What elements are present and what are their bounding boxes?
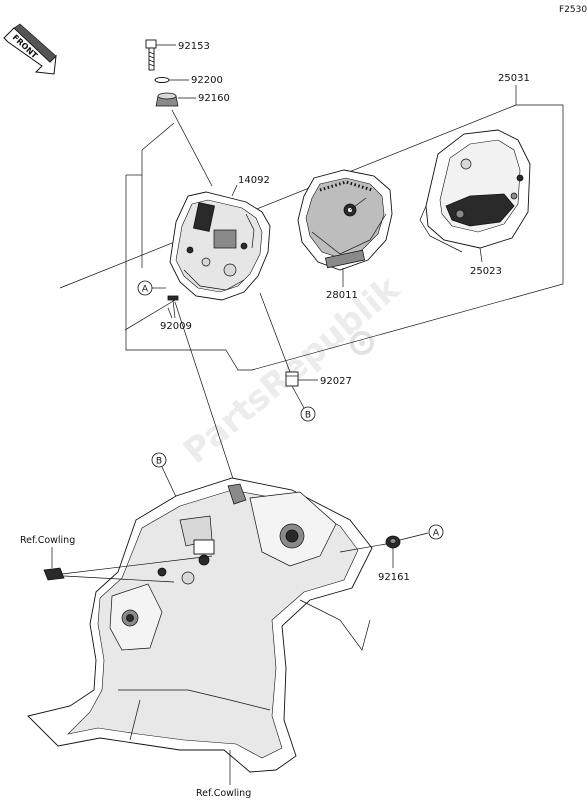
assembly-frame <box>59 85 564 501</box>
part-label-25023: 25023 <box>470 266 502 277</box>
callout-a-lower: A <box>428 524 444 540</box>
callout-b-right-text: B <box>305 411 311 421</box>
callout-b-left-text: B <box>156 457 162 467</box>
grommet-92161 <box>339 532 429 568</box>
ref-cowling-left: Ref.Cowling <box>20 535 75 546</box>
meter-unit-28011 <box>297 169 393 287</box>
callout-a-lower-text: A <box>433 529 440 539</box>
part-label-92027: 92027 <box>320 376 352 387</box>
grommet-92160 <box>155 92 196 107</box>
meter-cover-25023 <box>419 129 531 263</box>
part-label-28011: 28011 <box>326 290 358 301</box>
diagram-code: F2530 <box>559 5 587 15</box>
screw-92009 <box>167 295 179 319</box>
part-label-92009: 92009 <box>160 321 192 332</box>
callout-a-upper: A <box>137 280 166 296</box>
ref-cowling-bottom: Ref.Cowling <box>196 788 251 799</box>
watermark-gear-icon <box>350 331 374 355</box>
cowling-bracket <box>27 477 373 773</box>
front-arrow-icon: FRONT <box>3 23 57 75</box>
part-label-25031: 25031 <box>498 73 530 84</box>
clip-92027 <box>285 371 318 409</box>
callout-b-right: B <box>300 406 316 422</box>
part-label-14092: 14092 <box>238 175 270 186</box>
washer-92200 <box>154 77 189 83</box>
clip-ref-left <box>43 547 213 583</box>
bolt-92153 <box>145 39 176 71</box>
part-label-92200: 92200 <box>191 75 223 86</box>
meter-case-14092 <box>169 184 271 301</box>
part-label-92153: 92153 <box>178 41 210 52</box>
part-label-92161: 92161 <box>378 572 410 583</box>
callout-a-upper-text: A <box>142 285 149 295</box>
part-label-92160: 92160 <box>198 93 230 104</box>
